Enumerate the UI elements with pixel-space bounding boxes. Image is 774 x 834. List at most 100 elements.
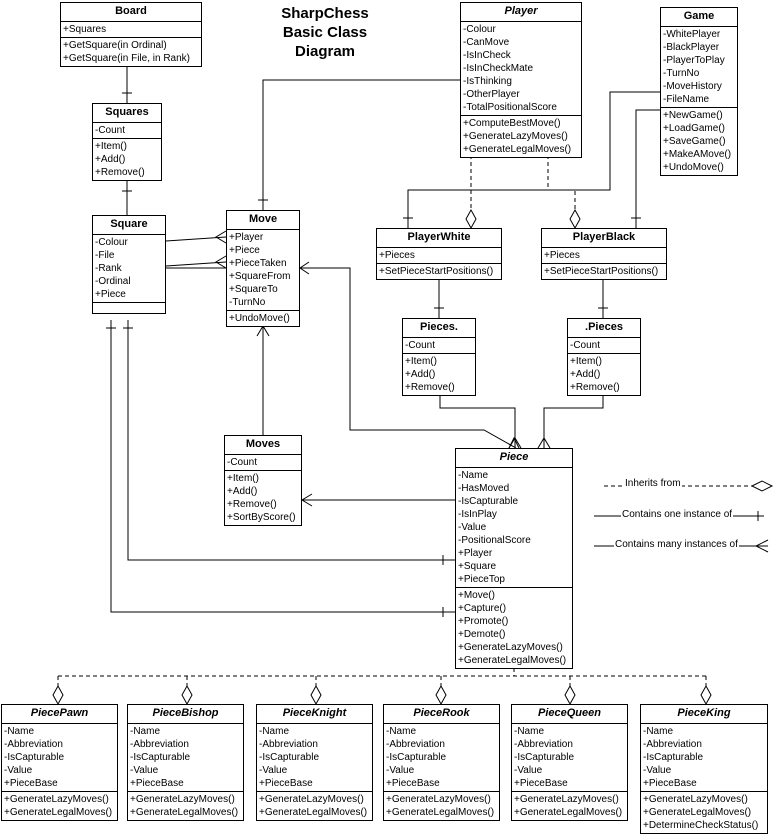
methods-section: +Move()+Capture()+Promote()+Demote()+Gen…	[456, 588, 572, 668]
class-name: Player	[461, 3, 581, 22]
diamond-knight	[310, 684, 322, 706]
method: +GenerateLegalMoves()	[514, 807, 623, 818]
attribute: -Rank	[95, 263, 122, 274]
method: +SaveGame()	[663, 136, 726, 147]
diamond-player-white	[465, 208, 477, 230]
attribute: -File	[95, 250, 115, 261]
attribute: -PositionalScore	[458, 535, 531, 546]
many-marker	[508, 437, 522, 449]
attribute: -Count	[227, 457, 258, 468]
piecesw-piece-link	[439, 394, 516, 448]
attribute: -TurnNo	[229, 297, 266, 308]
attribute: -IsCapturable	[458, 496, 519, 507]
methods-section: +Item()+Add()+Remove()	[93, 139, 161, 180]
diamond-queen	[564, 684, 576, 706]
square-move-link	[165, 261, 227, 267]
diamond-player-black	[569, 208, 581, 230]
method: +GenerateLegalMoves()	[386, 807, 495, 818]
square-move-link	[165, 236, 227, 242]
attribute: +PieceTaken	[229, 258, 287, 269]
attribute: +PieceBase	[259, 778, 313, 789]
method: +Add()	[227, 486, 258, 497]
class-name: Game	[661, 8, 737, 27]
attribute: -Abbreviation	[259, 739, 318, 750]
class-name: PieceKnight	[257, 705, 372, 724]
method: +Item()	[95, 141, 127, 152]
method: +UndoMove()	[229, 313, 290, 324]
attributes-section: -Name-Abbreviation-IsCapturable-Value+Pi…	[2, 724, 117, 792]
attribute: +PieceBase	[4, 778, 58, 789]
methods-section: +GenerateLazyMoves()+GenerateLegalMoves(…	[128, 792, 243, 820]
methods-section: +GetSquare(in Ordinal)+GetSquare(in File…	[61, 38, 201, 66]
class-piece-bishop: PieceBishop-Name-Abbreviation-IsCapturab…	[127, 704, 244, 821]
class-square: Square-Colour-File-Rank-Ordinal+Piece	[92, 215, 166, 314]
class-name: PiecePawn	[2, 705, 117, 724]
square-piece-player-link	[127, 320, 455, 561]
player-white-inherit	[407, 155, 472, 228]
game-playerwhite-link	[407, 91, 660, 228]
class-board: Board+Squares+GetSquare(in Ordinal)+GetS…	[60, 2, 202, 67]
attribute: -Name	[4, 726, 35, 737]
attribute: -Count	[570, 340, 601, 351]
method: +ComputeBestMove()	[463, 118, 561, 129]
method: +GenerateLazyMoves()	[463, 131, 568, 142]
attributes-section: +Pieces	[542, 248, 666, 264]
methods-section: +UndoMove()	[227, 311, 299, 326]
class-pieces-white: Pieces.-Count+Item()+Add()+Remove()	[402, 318, 476, 396]
method: +GenerateLazyMoves()	[643, 794, 748, 805]
attribute: -IsInCheckMate	[463, 63, 534, 74]
method: +GenerateLazyMoves()	[458, 642, 563, 653]
class-move: Move+Player+Piece+PieceTaken+SquareFrom+…	[226, 210, 300, 327]
piecesb-piece-link	[543, 394, 604, 448]
attribute: -MoveHistory	[663, 81, 722, 92]
class-name: PieceKing	[641, 705, 767, 724]
diagram-title: SharpChess Basic Class Diagram	[281, 5, 369, 60]
attribute: +Pieces	[544, 250, 580, 261]
class-name: Move	[227, 211, 299, 230]
method: +Move()	[458, 590, 495, 601]
method: +Item()	[227, 473, 259, 484]
class-piece-king: PieceKing-Name-Abbreviation-IsCapturable…	[640, 704, 768, 834]
attribute: -IsInCheck	[463, 50, 511, 61]
attribute: -HasMoved	[458, 483, 510, 494]
attribute: -Name	[386, 726, 417, 737]
attributes-section: -WhitePlayer-BlackPlayer-PlayerToPlay-Tu…	[661, 27, 737, 108]
game-playerblack-link	[635, 109, 660, 228]
method: +SetPieceStartPositions()	[544, 266, 659, 277]
attribute: -IsCapturable	[643, 752, 704, 763]
attribute: -IsCapturable	[4, 752, 65, 763]
attributes-section: -Name-Abbreviation-IsCapturable-Value+Pi…	[641, 724, 767, 792]
attributes-section: -Count	[225, 455, 301, 471]
method: +LoadGame()	[663, 123, 725, 134]
attribute: -IsCapturable	[514, 752, 575, 763]
legend-inherits: Inherits from	[624, 478, 682, 490]
attribute: -Value	[643, 765, 672, 776]
method: +Remove()	[405, 382, 455, 393]
attribute: -Count	[405, 340, 436, 351]
attributes-section: -Name-Abbreviation-IsCapturable-Value+Pi…	[512, 724, 627, 792]
method: +Remove()	[227, 499, 277, 510]
class-name: PieceRook	[384, 705, 499, 724]
attributes-section: -Count	[93, 123, 161, 139]
attributes-section: -Name-Abbreviation-IsCapturable-Value+Pi…	[128, 724, 243, 792]
many-marker	[215, 255, 227, 269]
methods-section: +GenerateLazyMoves()+GenerateLegalMoves(…	[257, 792, 372, 820]
method: +GenerateLazyMoves()	[514, 794, 619, 805]
attribute: +PieceBase	[643, 778, 697, 789]
many-marker	[299, 261, 310, 275]
method: +GenerateLazyMoves()	[386, 794, 491, 805]
method: +Remove()	[95, 167, 145, 178]
attribute: -IsCapturable	[386, 752, 447, 763]
attribute: +PieceBase	[386, 778, 440, 789]
attribute: -Value	[259, 765, 288, 776]
attributes-section: -Name-HasMoved-IsCapturable-IsInPlay-Val…	[456, 468, 572, 588]
methods-section: +ComputeBestMove()+GenerateLazyMoves()+G…	[461, 116, 581, 157]
class-name: Pieces.	[403, 319, 475, 338]
attribute: -Colour	[463, 24, 496, 35]
class-moves: Moves-Count+Item()+Add()+Remove()+SortBy…	[224, 435, 302, 526]
class-name: PieceBishop	[128, 705, 243, 724]
method: +Item()	[405, 356, 437, 367]
class-name: PlayerBlack	[542, 229, 666, 248]
method: +GenerateLazyMoves()	[130, 794, 235, 805]
method: +GetSquare(in Ordinal)	[63, 40, 167, 51]
